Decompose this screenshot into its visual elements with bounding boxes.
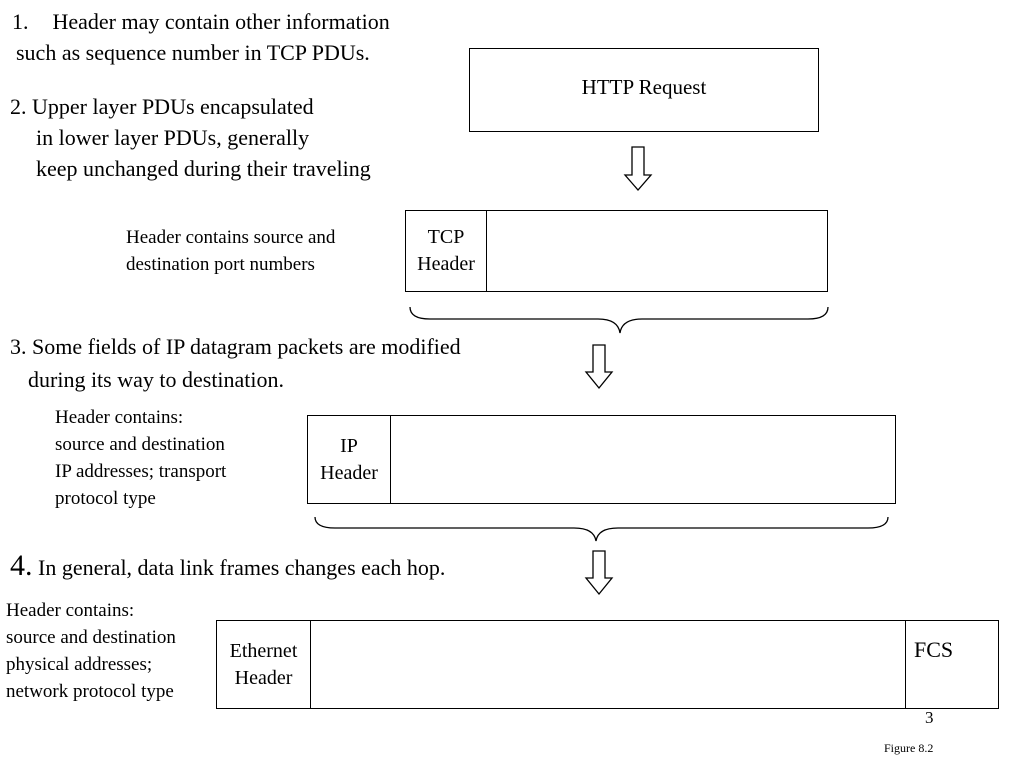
ip-header-cell: IP Header — [308, 416, 391, 503]
eth-description-line-4: network protocol type — [6, 681, 174, 702]
tcp-header-line-2: Header — [417, 253, 475, 275]
tcp-header-line-1: TCP — [427, 226, 465, 248]
note-1-number: 1. — [12, 9, 29, 34]
ip-datagram-box: IP Header — [307, 415, 896, 504]
note-1-line-1: 1. Header may contain other information — [12, 6, 390, 37]
ip-header-line-1: IP — [340, 434, 358, 457]
tcp-header-cell: TCP Header — [406, 211, 487, 291]
down-arrow-icon — [584, 344, 614, 390]
down-arrow-icon — [584, 550, 614, 596]
fcs-label: FCS — [914, 637, 954, 662]
ethernet-header-line-1: Ethernet — [229, 639, 298, 662]
note-4: 4. In general, data link frames changes … — [10, 546, 445, 588]
eth-description-line-1: Header contains: — [6, 600, 135, 621]
ethernet-header-cell: Ethernet Header — [217, 621, 311, 708]
http-request-label: HTTP Request — [581, 75, 707, 99]
note-3-line-2: during its way to destination. — [28, 367, 285, 392]
page-number: 3 — [925, 708, 934, 727]
eth-description-line-2: source and destination — [6, 627, 176, 648]
ip-description-line-2: source and destination — [55, 434, 225, 455]
note-4-number: 4. — [10, 549, 33, 582]
fcs-cell: FCS — [905, 621, 998, 708]
ethernet-header-line-2: Header — [234, 666, 293, 689]
down-arrow-icon — [623, 146, 653, 191]
note-2-line-2: in lower layer PDUs, generally — [36, 125, 310, 150]
ip-description-line-1: Header contains: — [55, 407, 184, 428]
note-1-line-2: such as sequence number in TCP PDUs. — [16, 40, 370, 65]
note-4-text: In general, data link frames changes eac… — [38, 555, 446, 580]
tcp-description-line-1: Header contains source and — [126, 227, 336, 248]
note-1-text: Header may contain other information — [52, 9, 390, 34]
tcp-description-line-2: destination port numbers — [126, 254, 315, 275]
note-2-line-1: 2. Upper layer PDUs encapsulated — [10, 94, 314, 119]
tcp-segment-box: TCP Header — [405, 210, 828, 292]
brace-icon — [314, 516, 889, 542]
http-request-box: HTTP Request — [469, 48, 819, 132]
ip-header-line-2: Header — [320, 461, 378, 484]
eth-description-line-3: physical addresses; — [6, 654, 153, 675]
ip-description-line-4: protocol type — [55, 488, 156, 509]
note-3-line-1: 3. Some fields of IP datagram packets ar… — [10, 334, 461, 359]
figure-label: Figure 8.2 — [884, 741, 934, 755]
note-2-line-3: keep unchanged during their traveling — [36, 156, 371, 181]
ethernet-frame-box: Ethernet Header FCS — [216, 620, 999, 709]
ip-description-line-3: IP addresses; transport — [55, 461, 227, 482]
brace-icon — [409, 306, 829, 334]
